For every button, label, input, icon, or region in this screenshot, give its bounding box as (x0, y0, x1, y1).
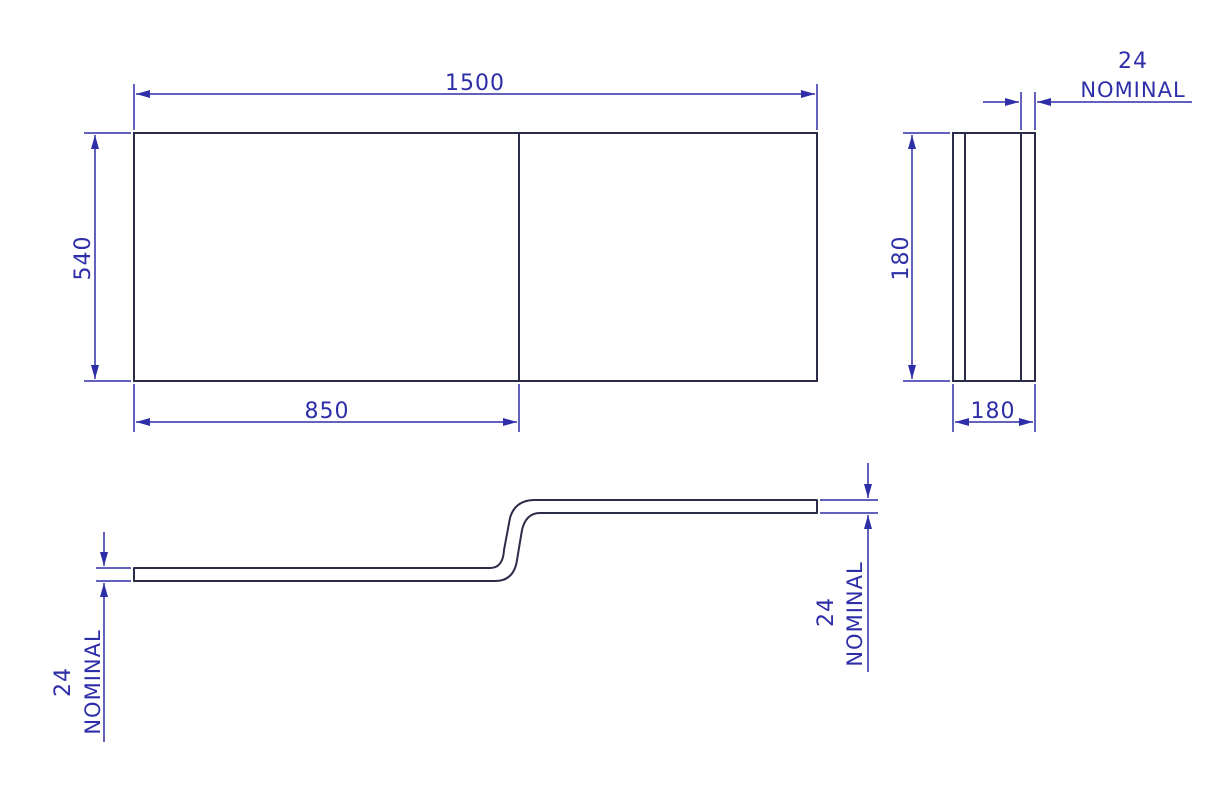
dimension-end-depth (952, 384, 1036, 432)
end-height-label: 180 (889, 236, 914, 281)
end-thickness-value: 24 (1118, 49, 1148, 74)
end-depth-label: 180 (971, 399, 1016, 424)
front-height-label: 540 (71, 236, 96, 281)
dimension-overall-width (133, 84, 818, 130)
dimension-plan-right-thickness (820, 463, 878, 672)
dimension-section-width (133, 384, 520, 432)
section-width-label: 850 (305, 399, 350, 424)
dimension-end-thickness (983, 92, 1192, 130)
plan-left-thickness-note: NOMINAL (81, 629, 105, 734)
end-thickness-note: NOMINAL (1080, 78, 1185, 102)
plan-panel-outline (133, 499, 818, 582)
dimension-end-height (903, 132, 950, 382)
front-view (133, 132, 818, 382)
plan-left-thickness-value: 24 (51, 667, 76, 697)
plan-right-thickness-note: NOMINAL (843, 561, 867, 666)
dimension-plan-left-thickness (96, 532, 131, 742)
dimension-front-height (84, 132, 131, 382)
plan-right-thickness-value: 24 (814, 597, 839, 627)
end-view (952, 132, 1036, 382)
end-panel-outline (952, 132, 1036, 382)
front-panel-outline (133, 132, 818, 382)
overall-width-label: 1500 (445, 71, 505, 96)
